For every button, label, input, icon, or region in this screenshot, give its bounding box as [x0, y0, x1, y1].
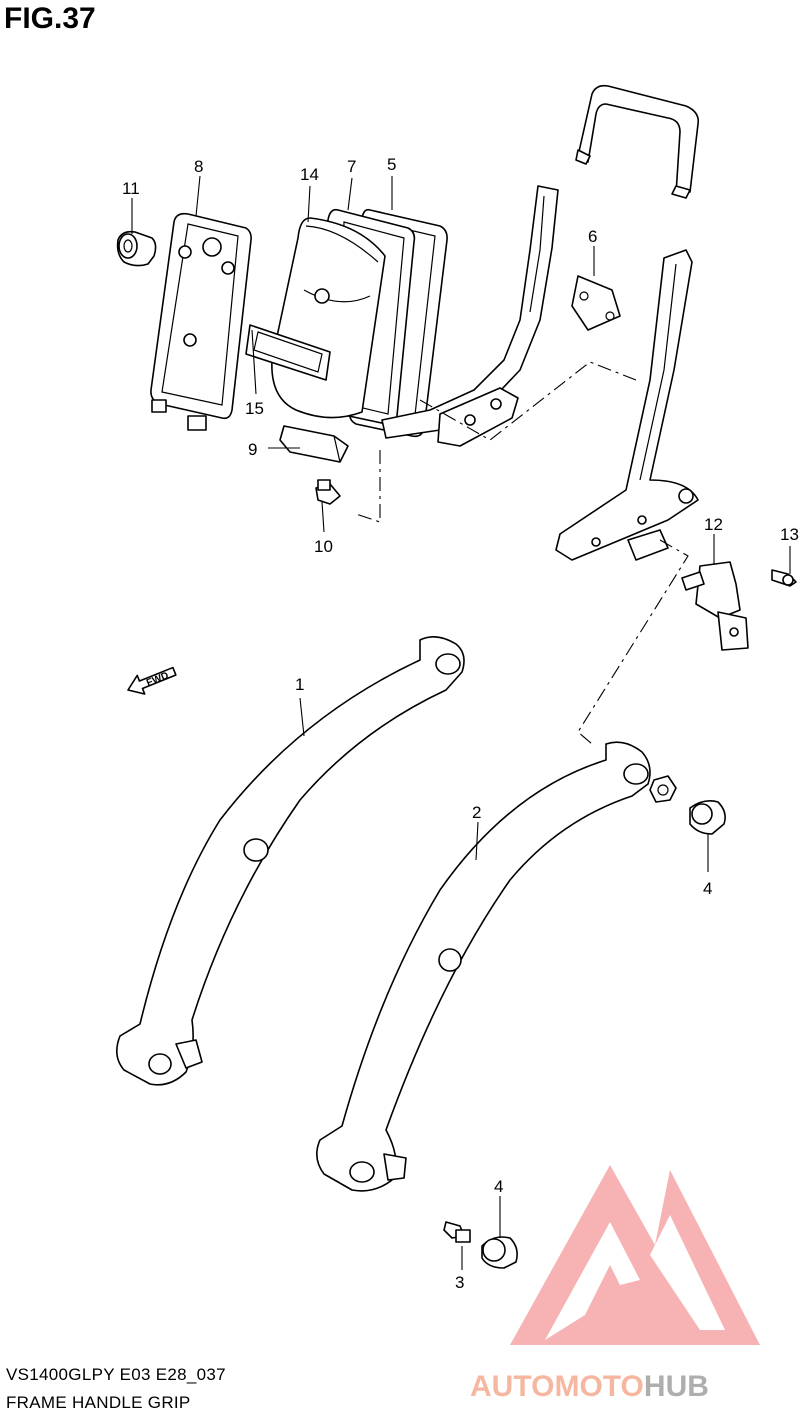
callout-leaders: [131, 175, 791, 1270]
callout-6: 6: [588, 227, 597, 246]
callout-13: 13: [780, 525, 799, 544]
callout-4-upper: 4: [703, 879, 712, 898]
part-3-bolt: [443, 1221, 471, 1243]
part-6-plate: [571, 275, 621, 331]
part-15-band: [245, 324, 331, 381]
figure-caption: FRAME HANDLE GRIP: [6, 1393, 191, 1412]
svg-text:AUTOMOTOHUB: AUTOMOTOHUB: [470, 1370, 709, 1403]
callout-11: 11: [122, 179, 140, 198]
part-1-frame-handle-left: [116, 636, 465, 1086]
callout-9: 9: [248, 440, 257, 459]
callout-1: 1: [295, 675, 304, 694]
watermark-text-part1: AUTOMOTO: [470, 1370, 644, 1403]
callout-3: 3: [455, 1273, 464, 1292]
part-handle-grip: [575, 84, 700, 199]
watermark-text-part2: HUB: [644, 1370, 709, 1403]
fwd-label: FWD: [145, 670, 170, 689]
fwd-arrow-icon: FWD: [127, 666, 177, 695]
part-bracket-rail: [381, 185, 559, 447]
part-11-grommet: [116, 230, 157, 267]
part-12-clamp: [681, 561, 749, 651]
watermark-logo: [510, 1165, 760, 1345]
figure-title: FIG.37: [4, 2, 96, 35]
callout-2: 2: [472, 803, 481, 822]
model-code: VS1400GLPY E03 E28_037: [6, 1365, 226, 1384]
callout-10: 10: [314, 537, 333, 556]
callout-7: 7: [347, 157, 356, 176]
callout-8: 8: [194, 157, 203, 176]
assembly-reference-lines: [355, 361, 689, 745]
part-4-cap-upper: [689, 800, 726, 835]
part-13-screw: [771, 569, 797, 587]
part-8-side-cover: [150, 212, 252, 431]
callout-12: 12: [704, 515, 723, 534]
callout-15: 15: [245, 399, 264, 418]
callout-5: 5: [387, 155, 396, 174]
callout-4-lower: 4: [494, 1177, 503, 1196]
part-2-frame-handle-right: [316, 741, 651, 1192]
callout-labels: 1 2 3 4 4 5 6 7 8 9 10 11 12 13 14 15: [122, 155, 799, 1292]
part-grip-strut: [555, 249, 699, 561]
part-4-cap-lower: [481, 1236, 518, 1269]
part-nut: [649, 775, 677, 803]
part-9-cushion: [279, 425, 349, 463]
callout-14: 14: [300, 165, 319, 184]
part-10-bolt: [315, 479, 341, 505]
watermark-text: AUTOMOTOHUB: [470, 1370, 709, 1403]
